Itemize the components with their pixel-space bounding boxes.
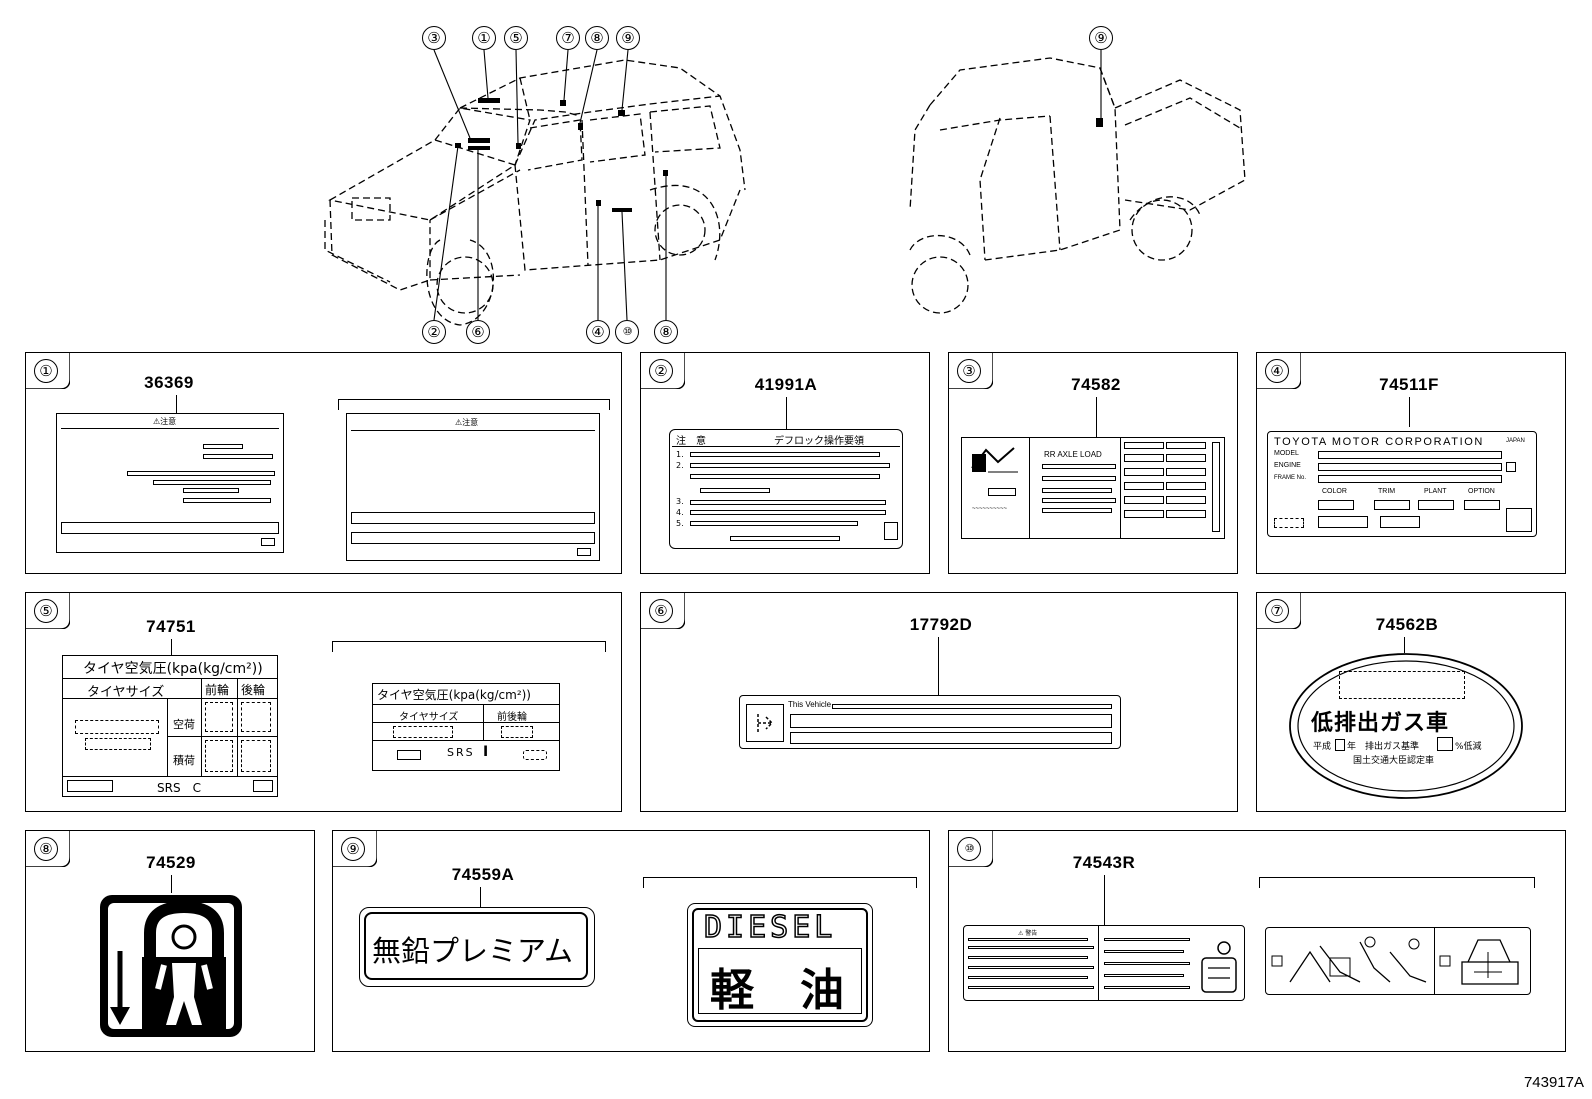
- keiyu-char-2: 油: [800, 965, 844, 1016]
- panel-9: ⑨ 74559A 無鉛プレミアム DIESEL 軽 油: [332, 830, 930, 1052]
- bracket: [338, 399, 610, 410]
- caution-heading: 注 意: [676, 436, 706, 447]
- low-emission-oval: [1289, 653, 1523, 799]
- panel-7: ⑦ 74562B 低排出ガス車 平成 年 排出ガス基準 %低減 国土交通大臣認定…: [1256, 592, 1566, 812]
- leader-line: [171, 875, 173, 893]
- panel-index: ⑨: [341, 837, 365, 861]
- panel-10: ⑩ 74543R ⚠ 警告: [948, 830, 1566, 1052]
- callout-10: ⑩: [615, 320, 639, 344]
- figure-id: 743917A: [1523, 1074, 1584, 1091]
- bracket: [1259, 877, 1535, 888]
- panel-2: ② 41991A 注 意 デフロック操作要領 1. 2. 3. 4. 5.: [640, 352, 930, 574]
- panel-index: ①: [34, 359, 58, 383]
- caution-heading: ⚠注意: [153, 417, 177, 426]
- leader-line: [938, 637, 940, 695]
- child-restraint-icon: [100, 895, 242, 1037]
- leader-line: [171, 639, 173, 655]
- low-emission-title: 低排出ガス車: [1311, 711, 1450, 736]
- bracket: [332, 641, 606, 652]
- panel-index: ②: [649, 359, 673, 383]
- label-36369: ⚠注意: [56, 413, 284, 553]
- panel-index: ③: [957, 359, 981, 383]
- label-41991A: 注 意 デフロック操作要領 1. 2. 3. 4. 5.: [669, 429, 903, 549]
- panel-4: ④ 74511F TOYOTA MOTOR CORPORATION JAPAN …: [1256, 352, 1566, 574]
- tire-pressure-title: タイヤ空気圧(kpa(kg/cm²)): [83, 661, 263, 677]
- label-title: デフロック操作要領: [774, 436, 864, 447]
- callout-6: ⑥: [466, 320, 490, 344]
- label-74582: ~~~~~~~~~~ RR AXLE LOAD: [961, 437, 1225, 539]
- seat-pictogram: [1201, 941, 1237, 993]
- keiyu-char-1: 軽: [710, 965, 754, 1016]
- rr-axle-load: RR AXLE LOAD: [1044, 450, 1102, 459]
- airbag-icon: [757, 714, 774, 732]
- leader-line: [786, 397, 788, 429]
- part-number: 74529: [146, 853, 196, 872]
- label-74543R-alt: [1265, 927, 1531, 995]
- bracket: [643, 877, 917, 888]
- this-vehicle-text: This Vehicle: [788, 700, 832, 709]
- leader-line: [176, 395, 178, 415]
- leader-line: [1096, 397, 1098, 437]
- callout-9-front: ⑨: [616, 26, 640, 50]
- label-74511F: TOYOTA MOTOR CORPORATION JAPAN MODEL ENG…: [1267, 431, 1537, 537]
- company-name: TOYOTA MOTOR CORPORATION: [1274, 436, 1484, 448]
- callout-7: ⑦: [556, 26, 580, 50]
- panel-index: ⑧: [34, 837, 58, 861]
- japan-text: JAPAN: [1506, 438, 1525, 444]
- label-unleaded-premium: 無鉛プレミアム: [359, 907, 595, 987]
- callout-8-top: ⑧: [585, 26, 609, 50]
- leader-line: [1104, 875, 1106, 925]
- label-17792D: This Vehicle: [739, 695, 1121, 749]
- part-number: 74543R: [1072, 853, 1136, 872]
- panel-6: ⑥ 17792D This Vehicle: [640, 592, 1238, 812]
- panel-3: ③ 74582 ~~~~~~~~~~ RR AXLE LOAD: [948, 352, 1238, 574]
- certification-text: 国土交通大臣認定車: [1353, 756, 1435, 766]
- label-diesel: DIESEL 軽 油: [687, 903, 873, 1027]
- srs-text: SRS C: [157, 781, 201, 795]
- leader-line: [1409, 397, 1411, 427]
- caution-heading: ⚠注意: [455, 418, 479, 427]
- part-number: 74511F: [1379, 375, 1439, 394]
- label-74543R: ⚠ 警告: [963, 925, 1245, 1001]
- front-vehicle-illustration: [324, 49, 746, 326]
- panel-index: ⑥: [649, 599, 673, 623]
- part-number: 41991A: [754, 375, 818, 394]
- panel-1: ① 36369 ⚠注意 ⚠注意: [25, 352, 622, 574]
- callout-9-rear: ⑨: [1089, 26, 1113, 50]
- seat-fold-pictogram: [1439, 939, 1519, 985]
- part-number: 17792D: [909, 615, 973, 634]
- warning-pictogram: [971, 447, 1018, 473]
- label-74751: タイヤ空気圧(kpa(kg/cm²)) タイヤサイズ 前輪 後輪 空荷 積荷 S…: [62, 655, 278, 797]
- part-number: 74562B: [1375, 615, 1439, 634]
- leader-line: [1404, 637, 1406, 653]
- panel-5: ⑤ 74751 タイヤ空気圧(kpa(kg/cm²)) タイヤサイズ 前輪 後輪…: [25, 592, 622, 812]
- seat-operation-pictogram: [1271, 936, 1427, 983]
- label-74751-alt: タイヤ空気圧(kpa(kg/cm²)) タイヤサイズ 前後輪 SRS Ⅰ: [372, 683, 560, 771]
- panel-index: ⑤: [34, 599, 58, 623]
- part-number: 74582: [1071, 375, 1121, 394]
- rear-pickup-illustration: [909, 50, 1246, 314]
- callout-2: ②: [422, 320, 446, 344]
- tire-size-header: タイヤサイズ: [87, 685, 165, 700]
- panel-index: ④: [1265, 359, 1289, 383]
- unleaded-premium-text: 無鉛プレミアム: [372, 934, 573, 968]
- callout-5: ⑤: [504, 26, 528, 50]
- callout-3: ③: [422, 26, 446, 50]
- label-36369-alt: ⚠注意: [346, 413, 600, 561]
- callout-8-bottom: ⑧: [654, 320, 678, 344]
- part-number: 36369: [144, 373, 194, 392]
- callout-4: ④: [586, 320, 610, 344]
- part-number: 74751: [146, 617, 196, 636]
- part-number: 74559A: [451, 865, 515, 884]
- callout-1: ①: [472, 26, 496, 50]
- leader-line: [480, 887, 482, 907]
- panel-index: ⑦: [1265, 599, 1289, 623]
- panel-8: ⑧ 74529: [25, 830, 315, 1052]
- panel-index: ⑩: [957, 837, 981, 861]
- diesel-text: DIESEL: [703, 909, 837, 946]
